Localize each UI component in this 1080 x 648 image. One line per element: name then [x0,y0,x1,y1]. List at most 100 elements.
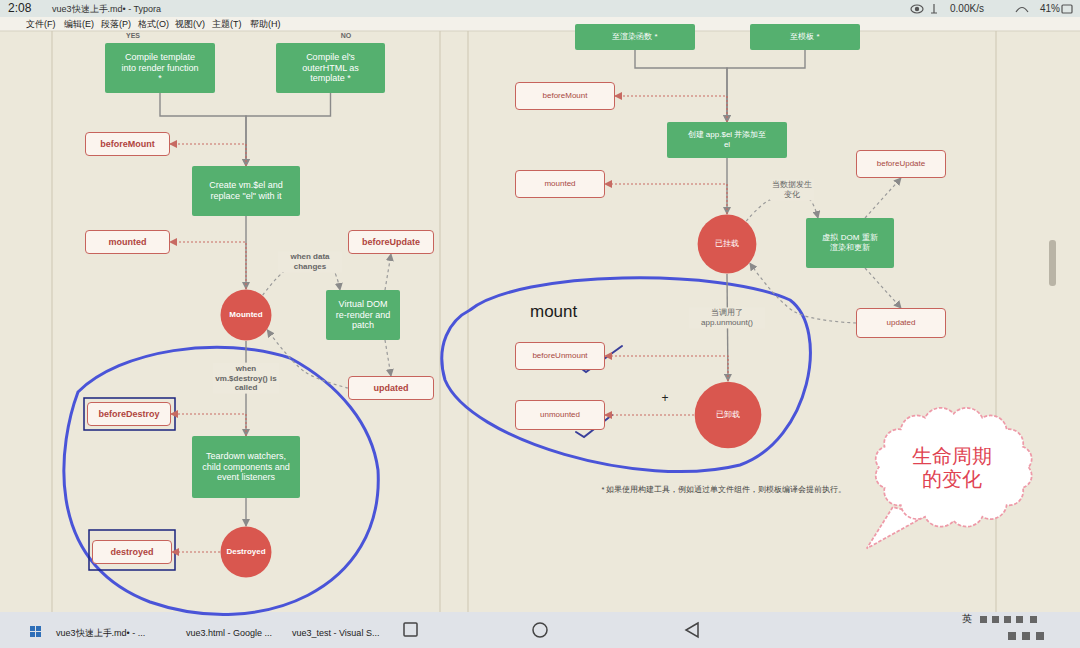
update-loop-arrow [385,254,391,290]
hook-box: unmounted [515,400,605,430]
node-text: 至渲染函数 * [612,32,657,42]
input-method: 英 [962,613,972,625]
state-circle: 已挂载 [697,214,757,274]
hook-box: updated [348,376,434,400]
hook-arrow [172,551,220,552]
taskbar [0,612,1080,648]
node-text: updated [374,383,409,394]
status-time: 2:08 [8,2,31,16]
node-text: beforeUpdate [877,159,925,169]
menu-item: 段落(P) [101,19,131,29]
node-text: 虚拟 DOM 重新渲染和更新 [820,233,880,252]
process-box: 至渲染函数 * [575,24,695,50]
hook-box: beforeDestroy [87,402,171,426]
node-text: Virtual DOM re-render and patch [332,299,394,331]
node-text: beforeUnmount [532,351,587,361]
process-box: 虚拟 DOM 重新渲染和更新 [806,218,894,268]
node-text: Create vm.$el and replace "el" with it [206,180,286,202]
node-text: beforeUpdate [362,237,420,248]
window-title: vue3快速上手.md• - Typora [52,4,161,14]
menu-item: 主题(T) [212,19,242,29]
hook-box: beforeUpdate [348,230,434,254]
update-loop-arrow [385,340,391,376]
process-box: 创建 app.$el 并添加至 el [667,122,787,158]
edge-label: 当数据发生变化 [770,179,814,200]
handwritten-note: mount [530,302,577,322]
process-box: Compile template into render function * [105,43,215,93]
title-bar [0,0,1080,17]
edge-label: when data changes [278,251,342,272]
node-text: unmounted [540,410,580,420]
node-text: Mounted [229,310,262,320]
hook-box: beforeMount [85,132,170,156]
footnote: * 如果使用构建工具，例如通过单文件组件，则模板编译会提前执行。 [601,486,846,495]
node-text: destroyed [110,547,153,558]
edge-label: 当调用了 app.unmount() [689,307,765,328]
hook-box: mounted [85,230,170,254]
hook-arrow [605,184,727,214]
handwritten-mark: + [661,392,668,406]
callout-cloud: 生命周期的变化 [858,405,1032,552]
menu-item: 视图(V) [175,19,205,29]
flow-arrow [246,93,331,166]
node-text: mounted [109,237,147,248]
node-text: Destroyed [226,547,265,557]
state-circle: Mounted [220,289,272,341]
hook-arrow [170,144,246,166]
taskbar-item: vue3_test - Visual S... [292,628,379,638]
taskbar-item: vue3.html - Google ... [186,628,272,638]
node-text: 生命周期的变化 [910,445,994,491]
hook-box: destroyed [92,540,172,564]
edge-label: when vm.$destroy() is called [213,363,279,394]
node-text: 已卸载 [716,410,740,420]
process-box: Create vm.$el and replace "el" with it [192,166,300,216]
node-text: beforeDestroy [98,409,159,420]
hook-arrow [605,414,694,415]
flow-arrow [727,50,805,122]
update-loop-arrow [865,178,901,218]
node-text: Compile template into render function * [119,52,201,84]
hand-circle [64,278,811,615]
menu-rule [0,31,1080,32]
hook-box: beforeUpdate [856,150,946,178]
state-circle: 已卸载 [694,381,762,449]
hook-arrow [171,414,246,436]
hook-arrow [615,96,727,122]
flow-arrow [160,93,246,166]
menu-bar [0,17,1080,31]
tray-icons [980,616,1044,640]
node-text: beforeMount [543,91,588,101]
node-text: Teardown watchers, child components and … [202,451,290,483]
taskbar-item: vue3快速上手.md• - ... [56,628,145,638]
node-text: 已挂载 [715,239,739,249]
hook-box: beforeUnmount [515,342,605,370]
process-box: Virtual DOM re-render and patch [326,290,400,340]
scrollbar-thumb [1049,240,1056,286]
hook-box: beforeMount [515,82,615,110]
hook-arrow [605,356,728,381]
process-box: 至模板 * [750,24,860,50]
process-box: Teardown watchers, child components and … [192,436,300,498]
hook-box: updated [856,308,946,338]
menu-item: 帮助(H) [250,19,281,29]
branch-label: NO [341,32,352,40]
node-text: updated [887,318,916,328]
menu-item: 格式(O) [138,19,169,29]
node-text: 至模板 * [790,32,819,42]
highlight-box [84,398,175,570]
branch-label: YES [126,32,140,40]
menu-item: 文件(F) [26,19,56,29]
flow-arrow [245,498,246,526]
windows-logo [30,626,41,637]
hook-box: mounted [515,170,605,198]
node-text: mounted [544,179,575,189]
update-loop-arrow [750,263,856,323]
android-nav [404,623,698,637]
state-circle: Destroyed [220,526,272,578]
menu-item: 编辑(E) [64,19,94,29]
battery-level: 41% [1040,3,1060,15]
node-text: Compile el's outerHTML as template * [290,52,371,84]
node-text: beforeMount [100,139,155,150]
column-rules [52,31,996,612]
